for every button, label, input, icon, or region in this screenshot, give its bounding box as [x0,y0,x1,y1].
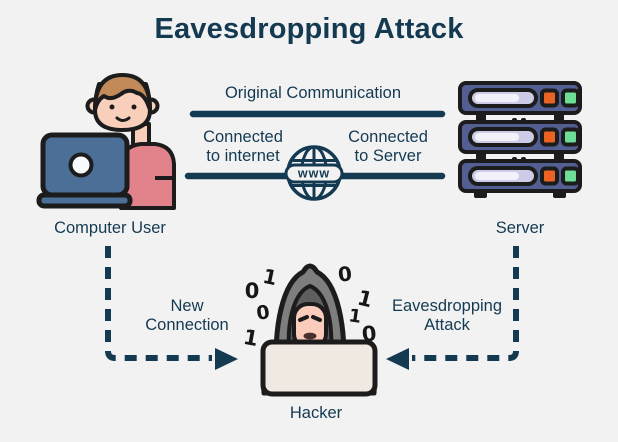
hacker-mouth [303,332,317,340]
binary-digit: 1 [347,305,362,328]
new-connection-label: New Connection [145,297,228,335]
user-laptop-base [36,192,133,209]
server-green-button [561,88,580,108]
hacker-label: Hacker [289,404,343,422]
www-banner [284,163,344,184]
binary-digit: 1 [243,325,260,351]
label-line: Attack [424,316,470,334]
binary-digit: 0 [245,279,260,303]
server-vent-dot [512,157,517,161]
hacker-laptop [260,339,378,397]
user-hair [93,73,152,112]
server-vent-dot [512,118,517,122]
internet-globe-icon: www [284,145,344,201]
eavesdropping-arrowhead [386,348,409,370]
hacker-eyebrow-left [298,315,309,322]
connected-to-server-label: Connected to Server [348,128,428,166]
label-line: Connected [203,128,283,146]
server-unit-2 [458,118,582,154]
server-unit-1 [458,81,582,115]
server-green-button [561,127,580,147]
binary-digit: 0 [255,301,271,325]
server-drive-highlight [475,94,519,102]
computer-user-label: Computer User [54,219,166,237]
label-line: New [170,297,204,315]
server-drive-highlight [475,172,519,180]
binary-digit: 0 [337,261,353,286]
diagram-title: Eavesdropping Attack [154,13,464,45]
label-line: to internet [206,147,280,165]
label-line: Connection [145,316,229,334]
label-line: Eavesdropping [391,297,503,315]
hacker-icon: 1 0 0 1 0 1 1 0 [243,261,378,397]
user-eye-right [131,104,137,110]
connected-to-internet-label: Connected to internet [203,128,283,166]
binary-digit: 1 [355,286,375,313]
hacker-figure [260,263,378,397]
new-connection-dashed-line [105,246,212,361]
user-mouth [115,116,131,122]
eavesdropping-attack-label: Eavesdropping Attack [392,297,502,335]
globe-www-label: www [297,167,330,181]
server-orange-button [540,166,559,186]
user-eye-left [109,104,115,110]
label-line: Connected [348,128,428,146]
label-line: to Server [354,147,422,165]
server-orange-button [540,88,559,108]
server-vent-dot [521,157,526,161]
hacker-eyebrow-right [311,315,322,322]
server-orange-button [540,127,559,147]
eavesdropping-dashed-line [412,246,519,361]
user-head [85,73,160,132]
server-green-button [561,166,580,186]
server-icon [458,81,582,198]
user-laptop [36,132,133,209]
server-drive-highlight [475,133,519,141]
server-unit-3 [458,157,582,193]
new-connection-arrowhead [215,348,238,370]
user-laptop-logo [68,152,94,178]
server-vent-dot [521,118,526,122]
server-label: Server [495,219,545,237]
original-communication-label: Original Communication [224,84,402,102]
user-body [119,122,176,210]
computer-user-icon [36,73,176,210]
binary-digit: 1 [261,264,280,290]
